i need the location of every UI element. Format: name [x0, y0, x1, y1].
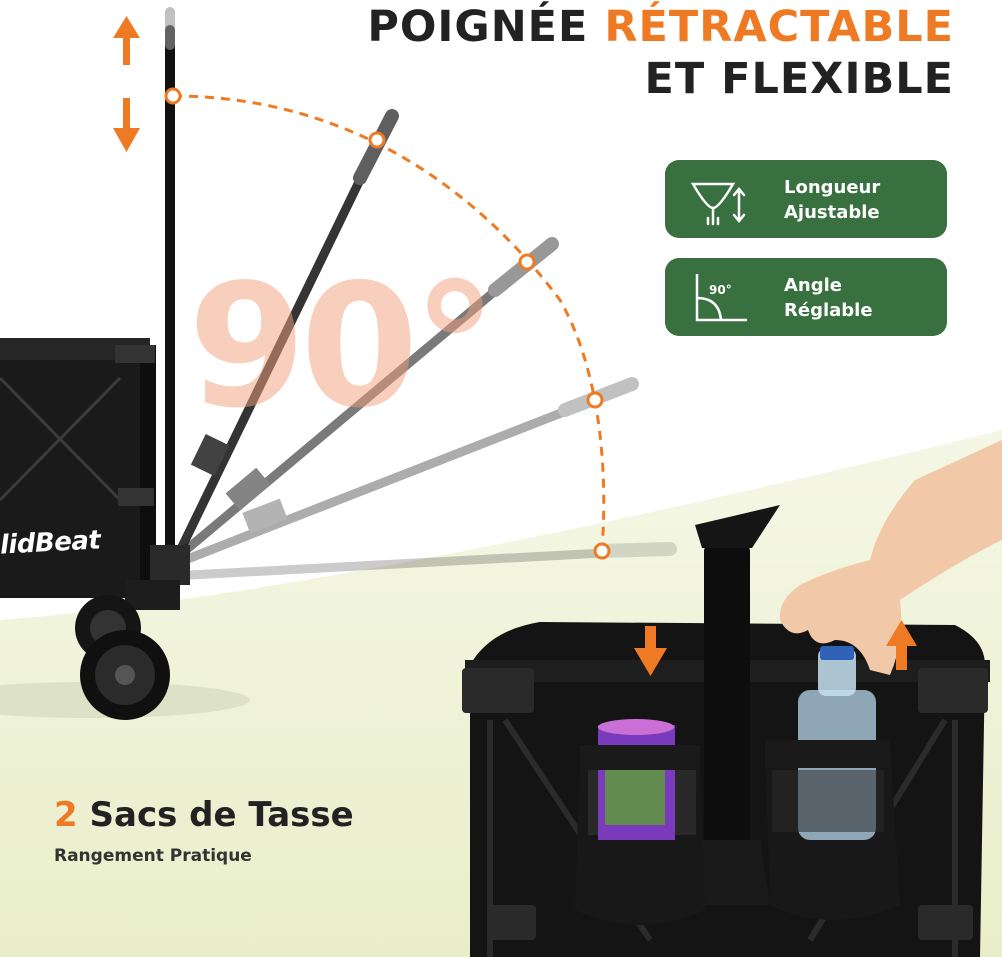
feature-angle-text: Angle Réglable [784, 275, 873, 321]
cup-bags-subtitle: Rangement Pratique [54, 846, 252, 866]
headline-word-poignee: POIGNÉE [367, 2, 605, 52]
angle-watermark: 90° [188, 248, 498, 446]
wagon-wheels [75, 595, 170, 720]
adjustable-handle-icon [690, 182, 746, 226]
brand-logo: lidBeat [0, 525, 102, 561]
right-angle-icon: 90° [695, 274, 747, 322]
svg-text:90°: 90° [709, 283, 732, 297]
arc-points [164, 87, 611, 560]
cup-bags-title: 2 Sacs de Tasse [54, 795, 354, 835]
cup-bags-count: 2 [54, 795, 78, 835]
feature-length-text: Longueur Ajustable [784, 177, 881, 223]
angle-arc [172, 94, 606, 551]
headline-line-1: POIGNÉE RÉTRACTABLE [367, 0, 954, 54]
feature-length: Longueur Ajustable [665, 160, 947, 238]
length-arrows [113, 16, 140, 152]
headline-word-retractable: RÉTRACTABLE [604, 2, 954, 52]
cart-closeup [462, 440, 1002, 957]
wagon-body [0, 338, 190, 610]
feature-angle: 90° Angle Réglable [665, 258, 947, 336]
headline-line-2: ET FLEXIBLE [644, 54, 954, 104]
